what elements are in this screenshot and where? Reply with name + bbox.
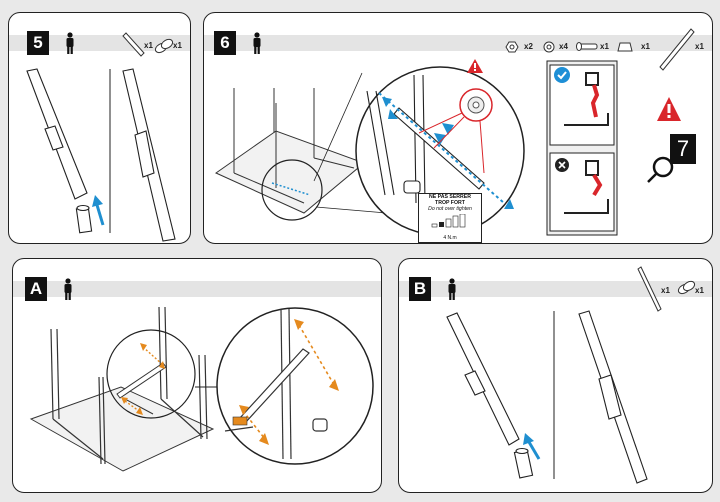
torque-warning-box: NE PAS SERRER TROP FORT Do not over tigh…: [418, 193, 482, 243]
step-number: A: [25, 277, 47, 301]
header-band: [9, 35, 190, 51]
one-person-icon: [64, 278, 72, 300]
orange-clamp: [232, 416, 248, 426]
one-person-icon: [253, 32, 261, 54]
warning-line-1: NE PAS SERRER: [429, 194, 471, 200]
step-b-panel: B x1 x1: [398, 258, 713, 493]
wrong-bracket: [564, 160, 609, 214]
table-frame: [214, 88, 365, 214]
bar-qty: x1: [695, 42, 704, 51]
brace-bar-icon: [659, 28, 695, 71]
sleeve-icon: [677, 280, 696, 295]
part-a-qty: x1: [144, 41, 153, 50]
warning-triangle-small-icon: [467, 59, 483, 73]
step-a-panel: A: [12, 258, 382, 493]
brace-bar-icon: [637, 266, 662, 312]
next-step-7-badge: 7: [670, 134, 696, 164]
magnifier-icon: [647, 156, 674, 183]
step-number: 5: [27, 31, 49, 55]
detail-small-circle: [106, 329, 196, 419]
blue-arrow-icon: [92, 195, 105, 226]
sleeve-icon: [154, 38, 174, 54]
brace-bar-icon: [122, 32, 145, 57]
part-thumbnails: [122, 32, 174, 57]
check-badge-icon: [554, 67, 570, 83]
one-person-icon: [448, 278, 456, 300]
cap-icon: [617, 42, 633, 52]
bolt-icon: [576, 42, 598, 51]
warning-triangle-icon: [657, 97, 681, 121]
one-person-icon: [66, 32, 74, 54]
torque-bars-icon: [431, 213, 466, 227]
blue-arrows-icon: [382, 97, 514, 209]
step-number: 6: [214, 31, 236, 55]
header-band: [13, 281, 381, 297]
detail-large-circle: [216, 307, 374, 465]
correct-bracket: [564, 72, 609, 126]
part-b-qty: x1: [695, 286, 704, 295]
nut-icon: [505, 41, 519, 53]
ok-panel: [546, 60, 618, 236]
warning-line-2: TROP FORT: [435, 200, 465, 207]
orange-arrows-small-icon: [124, 346, 164, 412]
step-a-illustration: [29, 306, 374, 472]
cap-qty: x1: [641, 42, 650, 51]
blue-arrow-icon: [523, 433, 541, 460]
bolt-qty: x1: [600, 42, 609, 51]
nut-qty: x2: [524, 42, 533, 51]
washer-icon: [543, 41, 555, 53]
part-thumbnails: [637, 266, 696, 312]
step-5-illustration: [26, 68, 176, 242]
detail-small-circle: [261, 159, 323, 221]
orange-arrows-icon: [239, 319, 339, 445]
header-band: [399, 281, 712, 297]
step-6-illustration: [214, 59, 681, 236]
torque-value: 4 N.m: [443, 234, 457, 241]
hardware-icons: [505, 28, 695, 71]
part-b-qty: x1: [173, 41, 182, 50]
washer-qty: x4: [559, 42, 568, 51]
washer-callout-icon: [418, 88, 493, 174]
table-top: [29, 386, 215, 472]
step-6-panel: 6 x2 x4 x1 x1 x1: [203, 12, 713, 244]
step-5-panel: 5 x1 x1: [8, 12, 191, 244]
step-b-illustration: [446, 310, 648, 484]
part-a-qty: x1: [661, 286, 670, 295]
step-number: B: [409, 277, 431, 301]
warning-line-3: Do not over tighten: [428, 206, 472, 213]
